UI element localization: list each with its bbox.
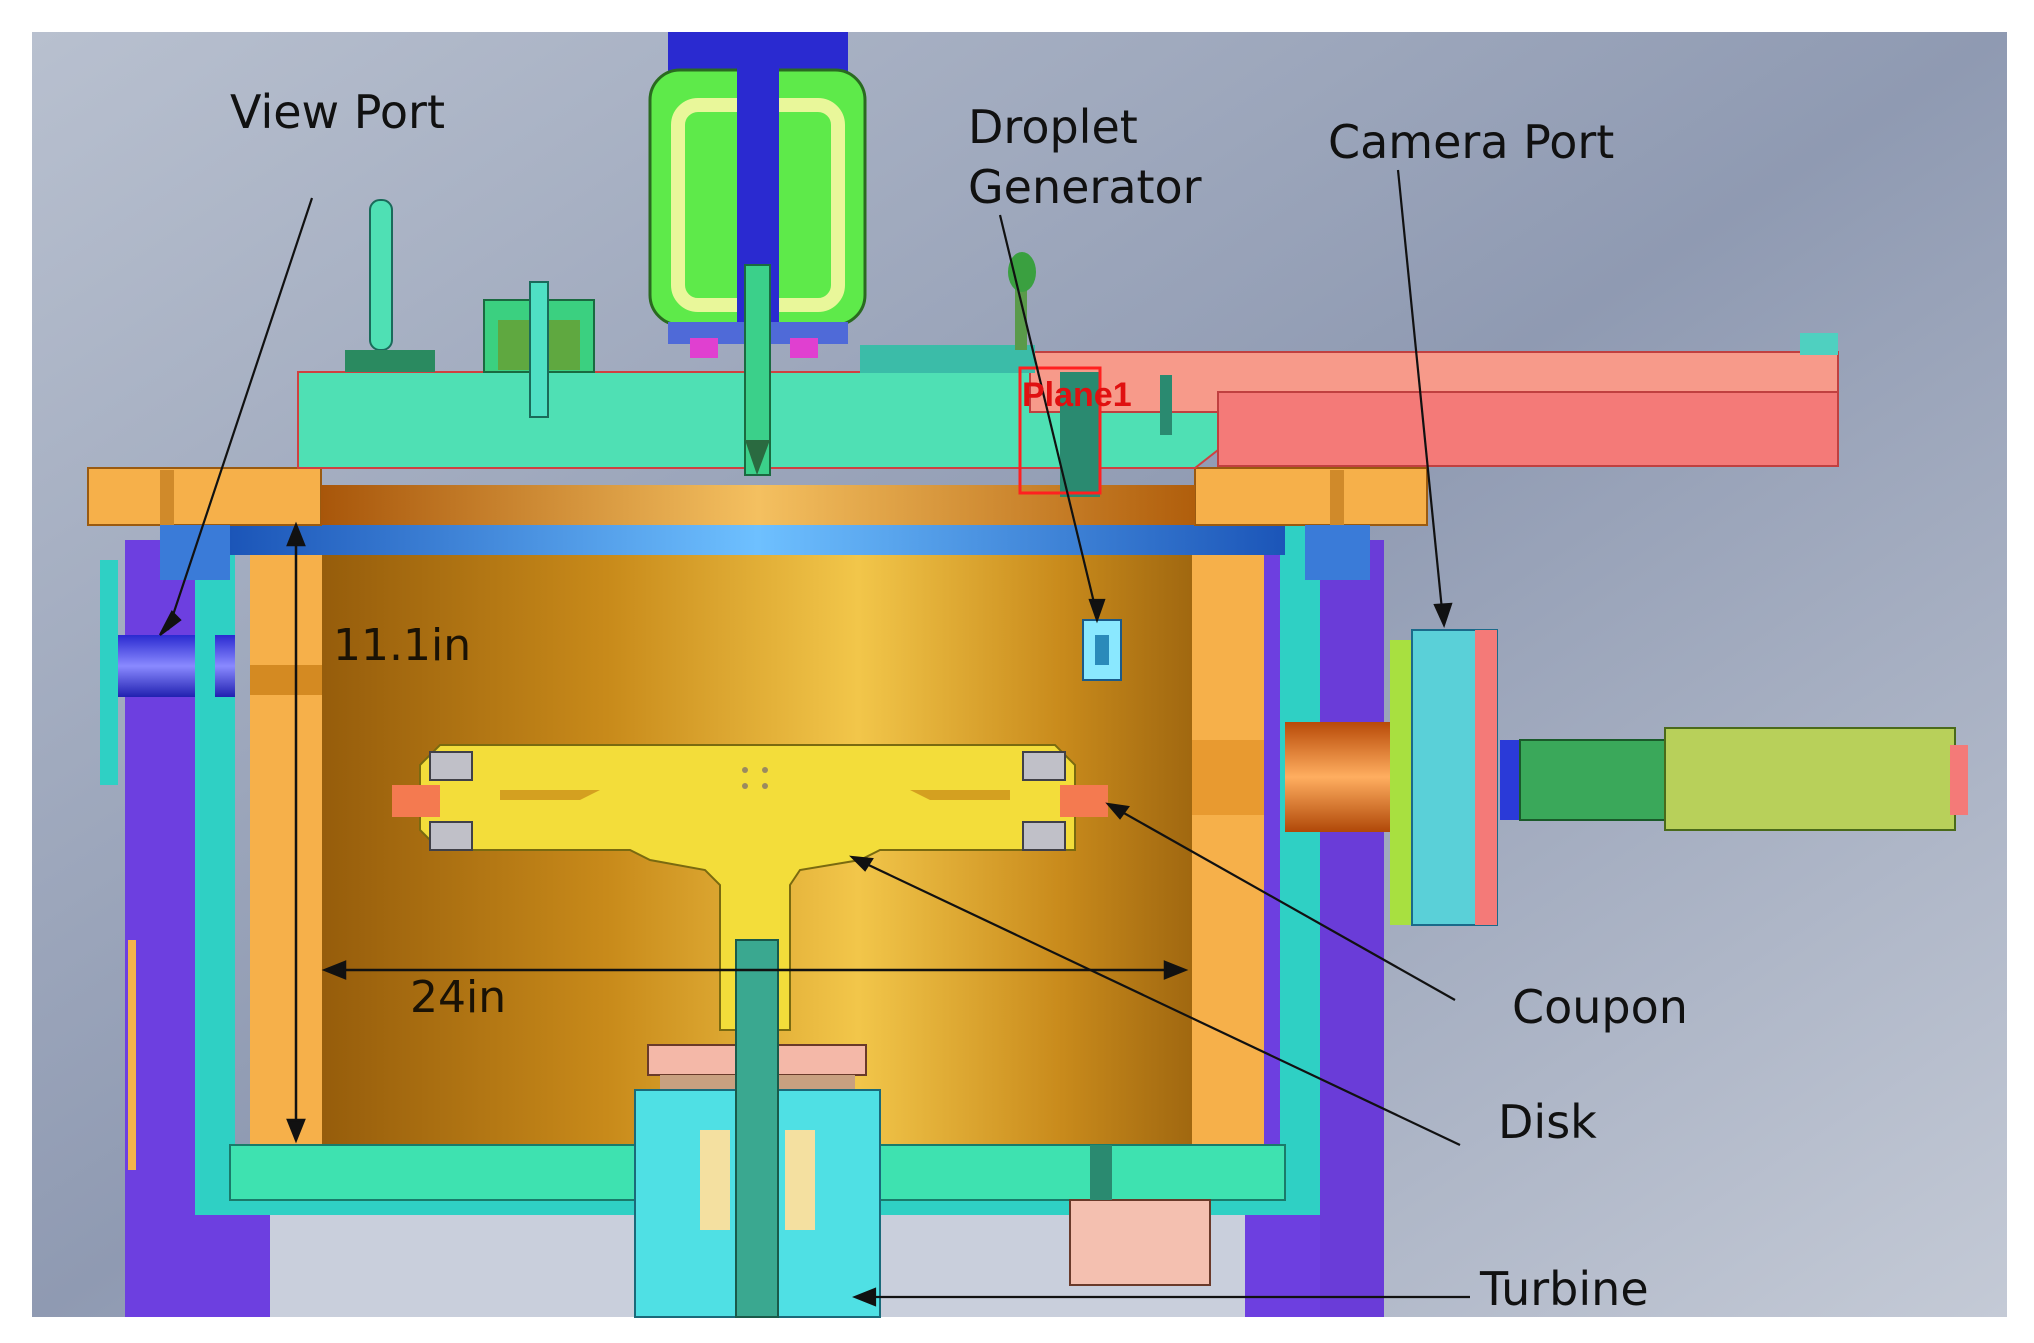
coupon-holders bbox=[392, 751, 1108, 851]
leader-lines bbox=[159, 169, 1470, 1307]
droplet-generator-drive bbox=[648, 32, 867, 476]
plane-tag: Plane1 bbox=[1022, 376, 1132, 414]
height-dimension-label: 11.1in bbox=[333, 620, 472, 671]
top-band bbox=[230, 525, 1285, 555]
droplet-generator-label-line2: Generator bbox=[968, 160, 1202, 214]
left-column bbox=[250, 555, 322, 1145]
diameter-dimension-label: 24in bbox=[410, 972, 507, 1023]
turbine-label: Turbine bbox=[1480, 1262, 1649, 1316]
droplet-nozzle bbox=[1082, 619, 1122, 681]
turbine-shaft bbox=[634, 939, 1211, 1318]
plane-marker bbox=[1018, 366, 1102, 495]
dimension-lines bbox=[286, 521, 1189, 1144]
camera-port-label: Camera Port bbox=[1328, 115, 1615, 169]
coupon-label: Coupon bbox=[1512, 980, 1688, 1034]
camera-port-assembly bbox=[1285, 629, 1968, 926]
disk-label: Disk bbox=[1498, 1095, 1597, 1149]
lid-fittings bbox=[345, 199, 1172, 497]
droplet-generator-label-line1: Droplet bbox=[968, 100, 1138, 154]
view-port-tube bbox=[100, 560, 235, 785]
view-port-label: View Port bbox=[230, 85, 445, 139]
right-column bbox=[1192, 555, 1264, 1145]
